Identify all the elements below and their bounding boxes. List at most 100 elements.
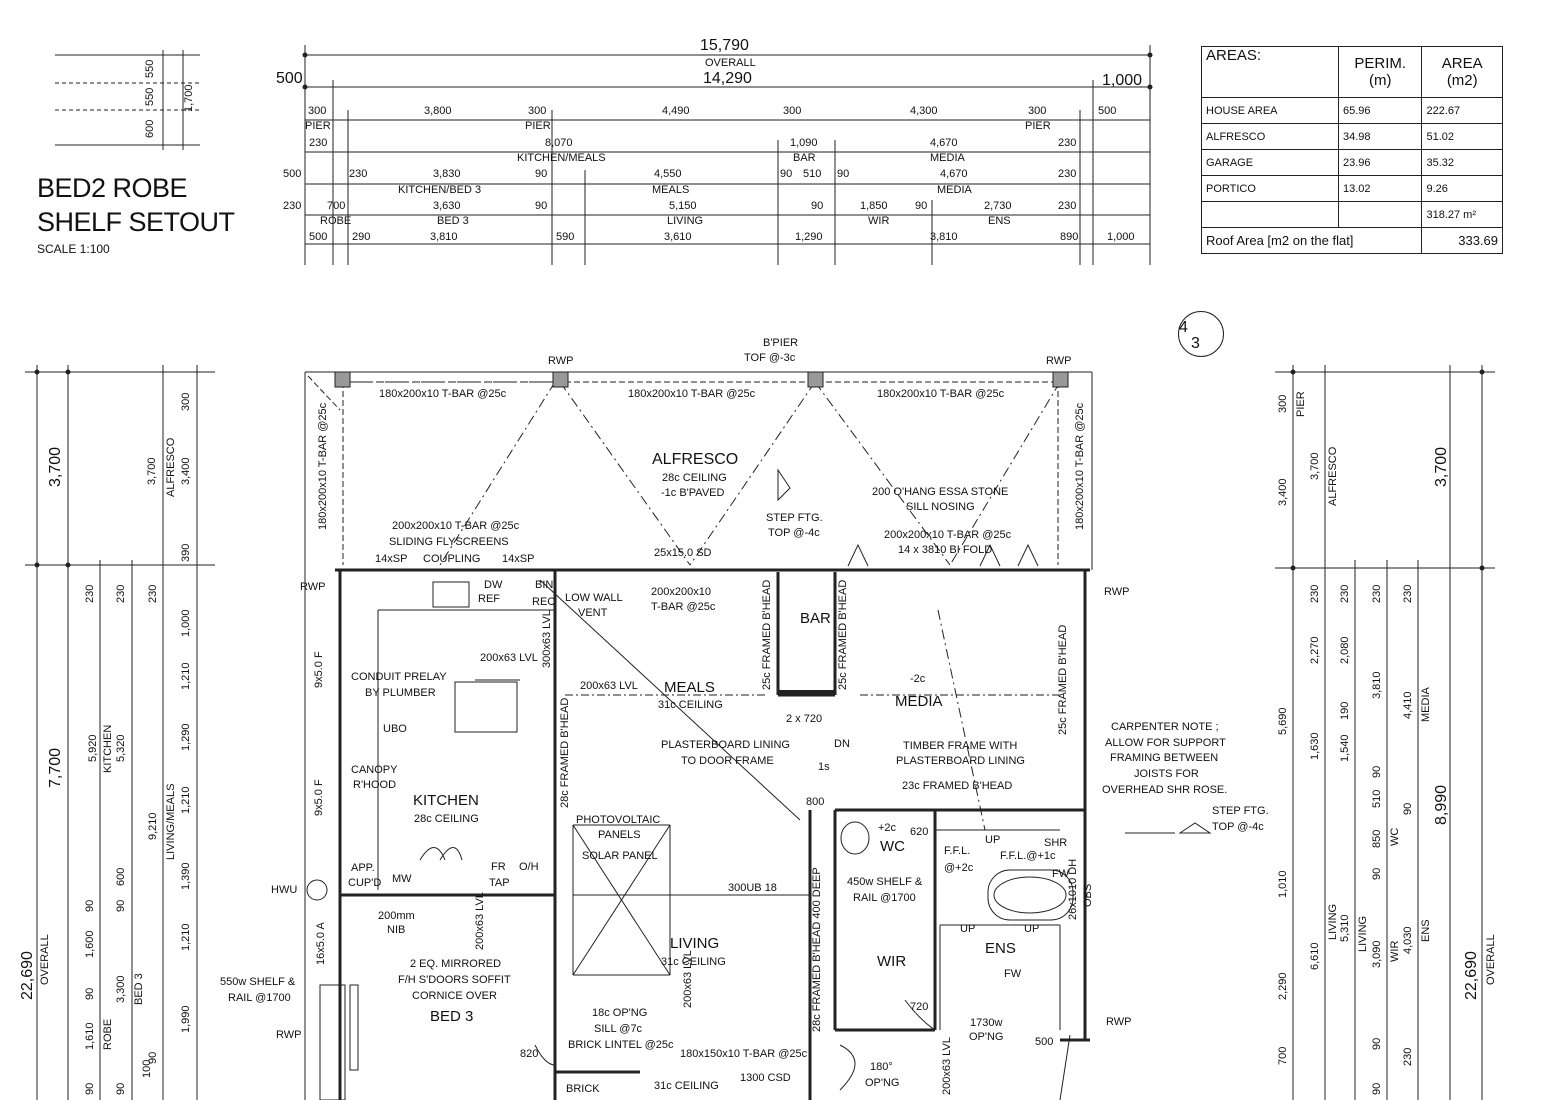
roof-area-row: Roof Area [m2 on the flat]333.69 bbox=[1200, 227, 1503, 254]
dim-label: 290 bbox=[352, 231, 371, 243]
room-alfresco: ALFRESCO bbox=[652, 451, 739, 468]
dim-label: LIVING bbox=[667, 215, 704, 227]
timber-label: TIMBER FRAME WITH bbox=[903, 740, 1018, 752]
dim-label: KITCHEN/MEALS bbox=[517, 152, 606, 164]
sp-label: 14xSP bbox=[375, 553, 408, 565]
dim-label: 390 bbox=[180, 543, 192, 562]
dim-label: 2,290 bbox=[1277, 972, 1289, 1000]
dim-label: 1,290 bbox=[180, 723, 192, 751]
dim-label: 230 bbox=[1058, 137, 1077, 149]
dim-label: 2,270 bbox=[1309, 636, 1321, 664]
dim-label: ROBE bbox=[102, 1018, 114, 1050]
beam-label: 180x200x10 T-BAR @25c bbox=[1074, 402, 1086, 530]
sp-label: 14xSP bbox=[502, 553, 535, 565]
dim-label: 1,210 bbox=[180, 786, 192, 814]
window-label: 16x5.0 A bbox=[315, 922, 327, 965]
dim-label: 4,550 bbox=[654, 168, 682, 180]
dim-label: 3,630 bbox=[433, 200, 461, 212]
dim-label: 3,810 bbox=[430, 231, 458, 243]
beam-label: 200x200x10 T-BAR @25c bbox=[392, 520, 520, 532]
dim-label: 90 bbox=[115, 1082, 127, 1095]
dim-label: 230 bbox=[1402, 584, 1414, 603]
hwu-label: HWU bbox=[271, 884, 298, 896]
dim-label: 3,400 bbox=[1277, 478, 1289, 506]
rec-label: REC bbox=[532, 596, 556, 608]
dim-label: 1,290 bbox=[795, 231, 823, 243]
dim-label: 1,390 bbox=[180, 862, 192, 890]
title-line1: BED2 ROBE bbox=[37, 173, 188, 203]
dim-label: 230 bbox=[1339, 584, 1351, 603]
step-footing-top: TOP @-4c bbox=[768, 527, 820, 539]
beam-label: 200x63 LVL bbox=[480, 652, 538, 664]
areas-heading: AREAS: bbox=[1201, 46, 1339, 98]
dim-label: 3,810 bbox=[930, 231, 958, 243]
dim-label: 5,320 bbox=[115, 734, 127, 762]
dim-label: 2,730 bbox=[984, 200, 1012, 212]
dim-label: 500 bbox=[1035, 1036, 1054, 1048]
dim-label: 300 bbox=[528, 105, 547, 117]
opening-label: OP'NG bbox=[969, 1031, 1004, 1043]
fw-label: FW bbox=[1052, 868, 1070, 880]
fw-label: FW bbox=[1004, 968, 1022, 980]
up-label: UP bbox=[960, 923, 976, 935]
dim-label: 510 bbox=[803, 168, 822, 180]
dim-label: 230 bbox=[309, 137, 328, 149]
canopy-label: CANOPY bbox=[351, 764, 398, 776]
beam-label: 200x200x10 bbox=[651, 586, 711, 598]
dim-label: 4,030 bbox=[1402, 926, 1414, 954]
ceiling-label: 31c CEILING bbox=[654, 1080, 719, 1092]
door-label: 1300 CSD bbox=[740, 1072, 791, 1084]
overall-label: OVERALL bbox=[705, 57, 756, 69]
carpenter-note: CARPENTER NOTE ; bbox=[1111, 721, 1219, 733]
lining-label: TO DOOR FRAME bbox=[681, 755, 774, 767]
room-media: MEDIA bbox=[895, 693, 943, 710]
dim-label: 1,610 bbox=[84, 1022, 96, 1050]
paving-label: -1c B'PAVED bbox=[661, 487, 725, 499]
area-header: AREA(m2) bbox=[1421, 46, 1503, 98]
bulkhead-label: 23c FRAMED B'HEAD bbox=[902, 780, 1013, 792]
flyscreen-label: SLIDING FLYSCREENS bbox=[389, 536, 509, 548]
dim-label: 230 bbox=[1058, 168, 1077, 180]
subtotal-width: 14,290 bbox=[703, 70, 752, 87]
dim-label: WIR bbox=[1389, 940, 1401, 962]
cupd-label: CUP'D bbox=[348, 877, 382, 889]
bulkhead-label: 25c FRAMED B'HEAD bbox=[761, 579, 773, 690]
ffl-label: @+2c bbox=[944, 862, 974, 874]
dim-label: 1,210 bbox=[180, 662, 192, 690]
dim-label: 300 bbox=[308, 105, 327, 117]
ceiling-label: 28c CEILING bbox=[414, 813, 479, 825]
dim-label: 720 bbox=[910, 1001, 929, 1013]
sd-label: 25x15.0 SD bbox=[654, 547, 712, 559]
nib-label: NIB bbox=[387, 924, 406, 936]
oh-label: O/H bbox=[519, 861, 539, 873]
brick-label: BRICK bbox=[566, 1083, 600, 1095]
app-label: APP. bbox=[351, 862, 375, 874]
dim-label: 500 bbox=[309, 231, 328, 243]
dim-label: 90 bbox=[1371, 867, 1383, 880]
dim-label: 600 bbox=[115, 867, 127, 886]
dim-label: ENS bbox=[988, 215, 1011, 227]
dw-label: DW bbox=[484, 579, 503, 591]
carpenter-note: OVERHEAD SHR ROSE. bbox=[1102, 784, 1228, 796]
dim-label: WC bbox=[1389, 827, 1401, 846]
dim-label: 1,010 bbox=[1277, 870, 1289, 898]
dim-label: 90 bbox=[115, 899, 127, 912]
dim-label: 7,700 bbox=[47, 747, 64, 788]
dim-label: 1,210 bbox=[180, 923, 192, 951]
dim-label: MEDIA bbox=[937, 184, 972, 196]
dim-label: 90 bbox=[1371, 1037, 1383, 1050]
room-bar: BAR bbox=[800, 610, 831, 627]
dim-label: LIVING/MEALS bbox=[165, 783, 177, 860]
beam-label: 200x63 LVL bbox=[941, 1037, 953, 1095]
dim-label: LIVING bbox=[1357, 915, 1369, 952]
overall-depth: 22,690 bbox=[1463, 951, 1480, 1000]
fr-label: FR bbox=[491, 861, 506, 873]
beam-label: 180x200x10 T-BAR @25c bbox=[628, 388, 756, 400]
room-kitchen: KITCHEN bbox=[413, 792, 479, 809]
dim-label: 6,610 bbox=[1309, 942, 1321, 970]
dim-label: 8,990 bbox=[1433, 784, 1450, 825]
dim-label: 300 bbox=[180, 392, 192, 411]
dim-label: 550 bbox=[144, 59, 156, 78]
